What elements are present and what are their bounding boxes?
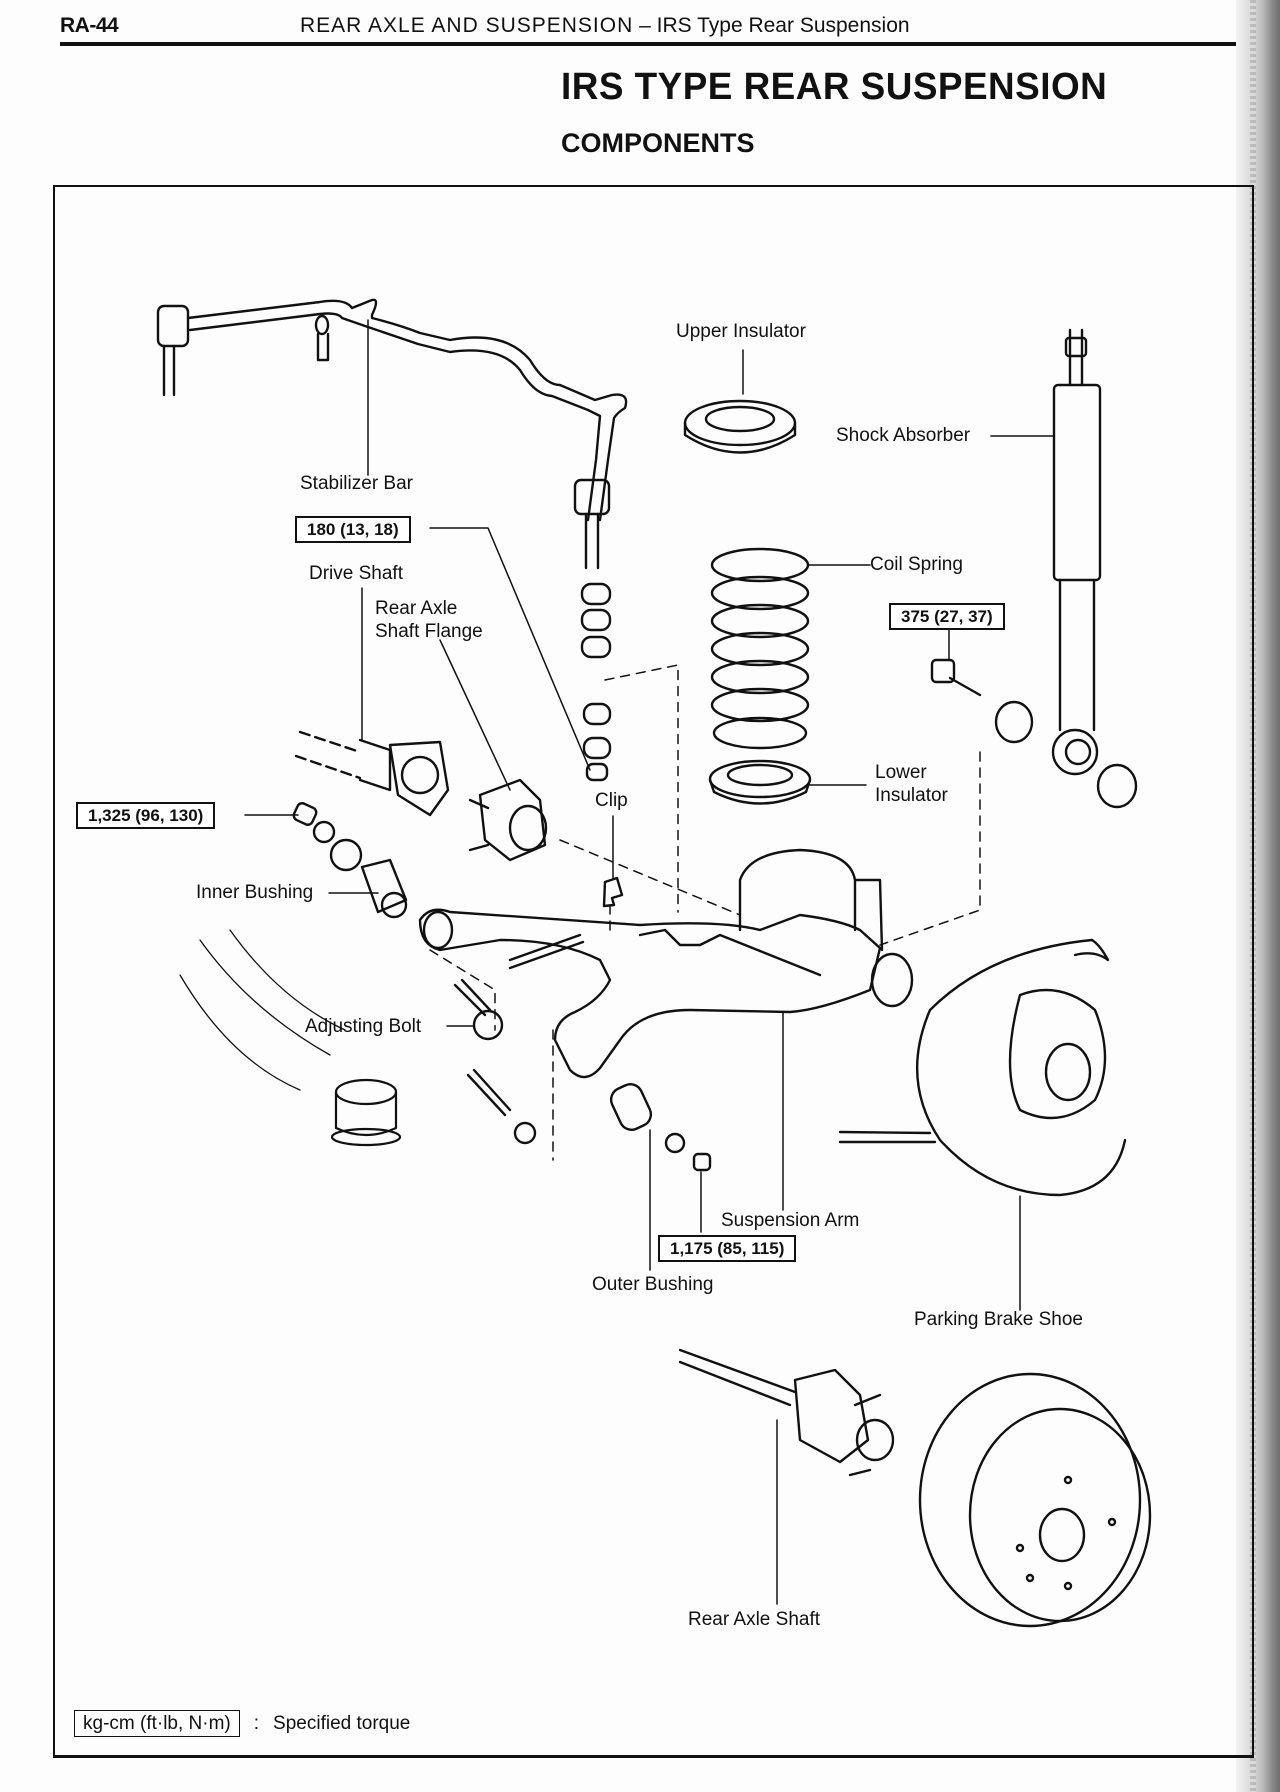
suspension-arm-part <box>418 848 914 1079</box>
label-drive-shaft: Drive Shaft <box>309 563 403 584</box>
inner-bushing-part <box>292 802 408 919</box>
header-rule <box>60 42 1236 46</box>
torque-callout-inner-bushing-nut: 1,325 (96, 130) <box>76 802 216 829</box>
label-lower-insulator-line1: Lower <box>875 762 927 783</box>
adjusting-bolt-part <box>453 978 537 1145</box>
shock-absorber-part <box>994 328 1138 809</box>
rear-axle-shaft-flange-part <box>468 778 548 862</box>
drive-shaft-part <box>294 730 450 817</box>
torque-callout-shock-lower-bolt: 375 (27, 37) <box>889 603 1005 630</box>
leader-shaft-flange <box>439 639 511 791</box>
clip-part <box>602 876 624 908</box>
parking-brake-backing-plate <box>838 938 1127 1197</box>
page-number: RA-44 <box>60 14 119 37</box>
outer-bushing-part <box>609 1083 712 1172</box>
label-clip: Clip <box>595 790 628 811</box>
label-parking-brake-shoe: Parking Brake Shoe <box>914 1309 1083 1330</box>
stabilizer-bar-part <box>156 298 628 570</box>
label-adjusting-bolt: Adjusting Bolt <box>305 1016 422 1037</box>
coil-spring-part <box>710 547 810 750</box>
label-upper-insulator: Upper Insulator <box>676 321 806 342</box>
page-header: RA-44 REAR AXLE AND SUSPENSION – IRS Typ… <box>60 10 1236 46</box>
alignment-guides <box>429 664 981 1161</box>
torque-callout-stabilizer-link: 180 (13, 18) <box>295 516 411 543</box>
leader-torque-180 <box>429 527 591 771</box>
running-head: REAR AXLE AND SUSPENSION – IRS Type Rear… <box>300 14 910 38</box>
upper-insulator-part <box>683 399 797 454</box>
legend-unit-box: kg-cm (ft·lb, N·m) <box>74 1710 240 1737</box>
page-subtitle: COMPONENTS <box>561 128 755 158</box>
label-suspension-arm: Suspension Arm <box>721 1210 860 1231</box>
rear-axle-shaft-part <box>678 1348 895 1477</box>
shock-lower-bolt-part <box>930 658 982 697</box>
diagram-frame <box>53 185 1254 1758</box>
label-rear-axle-shaft-flange-line1: Rear Axle <box>375 598 458 619</box>
label-shock-absorber: Shock Absorber <box>836 425 971 446</box>
legend-separator: : <box>253 1712 260 1734</box>
legend-description: Specified torque <box>273 1712 411 1734</box>
leader-lines <box>244 319 1055 1605</box>
torque-callout-outer-bushing-nut: 1,175 (85, 115) <box>658 1235 797 1262</box>
label-rear-axle-shaft-flange-line2: Shaft Flange <box>375 621 483 642</box>
label-outer-bushing: Outer Bushing <box>592 1274 714 1295</box>
torque-legend: kg-cm (ft·lb, N·m) : Specified torque <box>74 1710 410 1737</box>
lower-insulator-part <box>708 759 812 805</box>
page-title: IRS TYPE REAR SUSPENSION <box>561 66 1108 108</box>
body-mount-sketch <box>179 929 402 1147</box>
header-separator: – <box>633 14 657 37</box>
subsection-name: IRS Type Rear Suspension <box>656 14 910 37</box>
label-lower-insulator-line2: Insulator <box>875 785 948 806</box>
section-name: REAR AXLE AND SUSPENSION <box>300 14 634 37</box>
stabilizer-link-bushings <box>580 582 612 782</box>
label-stabilizer-bar: Stabilizer Bar <box>300 473 413 494</box>
label-rear-axle-shaft: Rear Axle Shaft <box>688 1609 821 1630</box>
brake-drum-part <box>918 1372 1152 1628</box>
label-inner-bushing: Inner Bushing <box>196 882 314 903</box>
label-coil-spring: Coil Spring <box>870 554 963 575</box>
